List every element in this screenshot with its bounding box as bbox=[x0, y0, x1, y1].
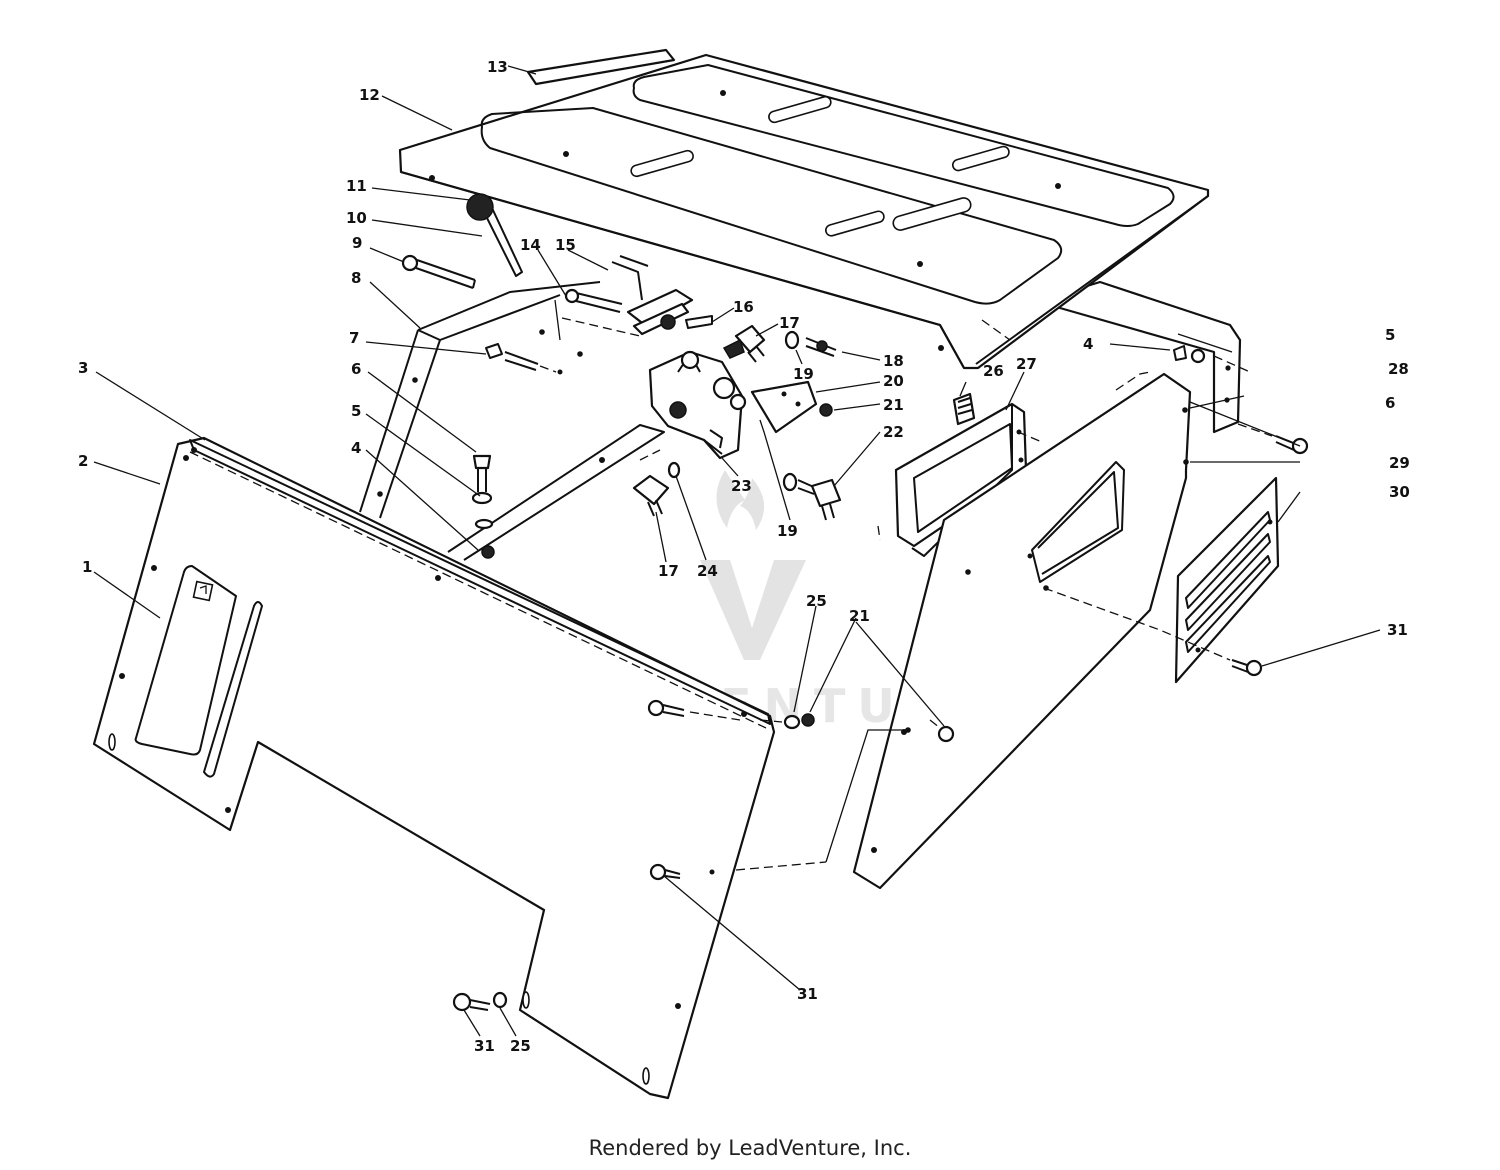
part-30-vent-grille bbox=[1174, 476, 1280, 684]
part-10-11-control-lever bbox=[466, 193, 523, 277]
callout-14: 14 bbox=[520, 236, 541, 254]
part-17-19-upper-fittings bbox=[722, 324, 837, 363]
callout-labels: 1 2 3 4 4 5 5 6 6 7 8 9 10 11 12 13 14 1… bbox=[78, 58, 1410, 1055]
callout-21: 21 bbox=[849, 607, 870, 625]
callout-4: 4 bbox=[1083, 335, 1093, 353]
callout-29: 29 bbox=[1389, 454, 1410, 472]
callout-9: 9 bbox=[352, 234, 362, 252]
callout-31: 31 bbox=[797, 985, 818, 1003]
callout-27: 27 bbox=[1016, 355, 1037, 373]
callout-13: 13 bbox=[487, 58, 508, 76]
part-4-6-left-hardware bbox=[471, 454, 495, 559]
callout-12: 12 bbox=[359, 86, 380, 104]
callout-3: 3 bbox=[78, 359, 88, 377]
callout-20: 20 bbox=[883, 372, 904, 390]
part-23-valve-body bbox=[648, 350, 747, 460]
callout-26: 26 bbox=[983, 362, 1004, 380]
callout-21: 21 bbox=[883, 396, 904, 414]
part-29-right-panel bbox=[852, 372, 1192, 890]
leader-lines bbox=[93, 65, 1381, 1037]
part-12-hood-panel bbox=[398, 53, 1210, 370]
callout-17: 17 bbox=[779, 314, 800, 332]
callout-19: 19 bbox=[793, 365, 814, 383]
exploded-parts-diagram: LEADVENTURE bbox=[78, 48, 1410, 1100]
part-17-24-lower-fittings bbox=[632, 461, 681, 517]
part-8-dash-frame bbox=[359, 281, 665, 561]
callout-28: 28 bbox=[1388, 360, 1409, 378]
callout-18: 18 bbox=[883, 352, 904, 370]
callout-31: 31 bbox=[1387, 621, 1408, 639]
callout-17: 17 bbox=[658, 562, 679, 580]
part-13-decal bbox=[526, 48, 676, 86]
callout-15: 15 bbox=[555, 236, 576, 254]
callout-5: 5 bbox=[351, 402, 361, 420]
callout-5: 5 bbox=[1385, 326, 1395, 344]
callout-7: 7 bbox=[349, 329, 359, 347]
callout-30: 30 bbox=[1389, 483, 1410, 501]
callout-1: 1 bbox=[82, 558, 92, 576]
part-7-fastener bbox=[485, 343, 563, 375]
part-25-31-front-hardware bbox=[452, 699, 955, 1012]
callout-2: 2 bbox=[78, 452, 88, 470]
callout-25: 25 bbox=[510, 1037, 531, 1055]
part-26-clip bbox=[952, 392, 976, 426]
part-28-rear-bracket bbox=[1046, 280, 1251, 434]
callout-11: 11 bbox=[346, 177, 367, 195]
callout-6: 6 bbox=[1385, 394, 1395, 412]
footer-credit: Rendered by LeadVenture, Inc. bbox=[588, 1136, 912, 1160]
part-2-front-panel bbox=[92, 436, 776, 1100]
callout-23: 23 bbox=[731, 477, 752, 495]
callout-22: 22 bbox=[883, 423, 904, 441]
part-9-bolt bbox=[401, 254, 476, 289]
callout-10: 10 bbox=[346, 209, 367, 227]
callout-16: 16 bbox=[733, 298, 754, 316]
callout-25: 25 bbox=[806, 592, 827, 610]
callout-4: 4 bbox=[351, 439, 361, 457]
alignment-lines bbox=[561, 317, 1273, 863]
callout-19: 19 bbox=[777, 522, 798, 540]
callout-31: 31 bbox=[474, 1037, 495, 1055]
part-20-22-bracket-fittings bbox=[750, 380, 842, 521]
callout-8: 8 bbox=[351, 269, 361, 287]
part-14-16-linkage bbox=[564, 255, 713, 336]
callout-6: 6 bbox=[351, 360, 361, 378]
callout-24: 24 bbox=[697, 562, 718, 580]
